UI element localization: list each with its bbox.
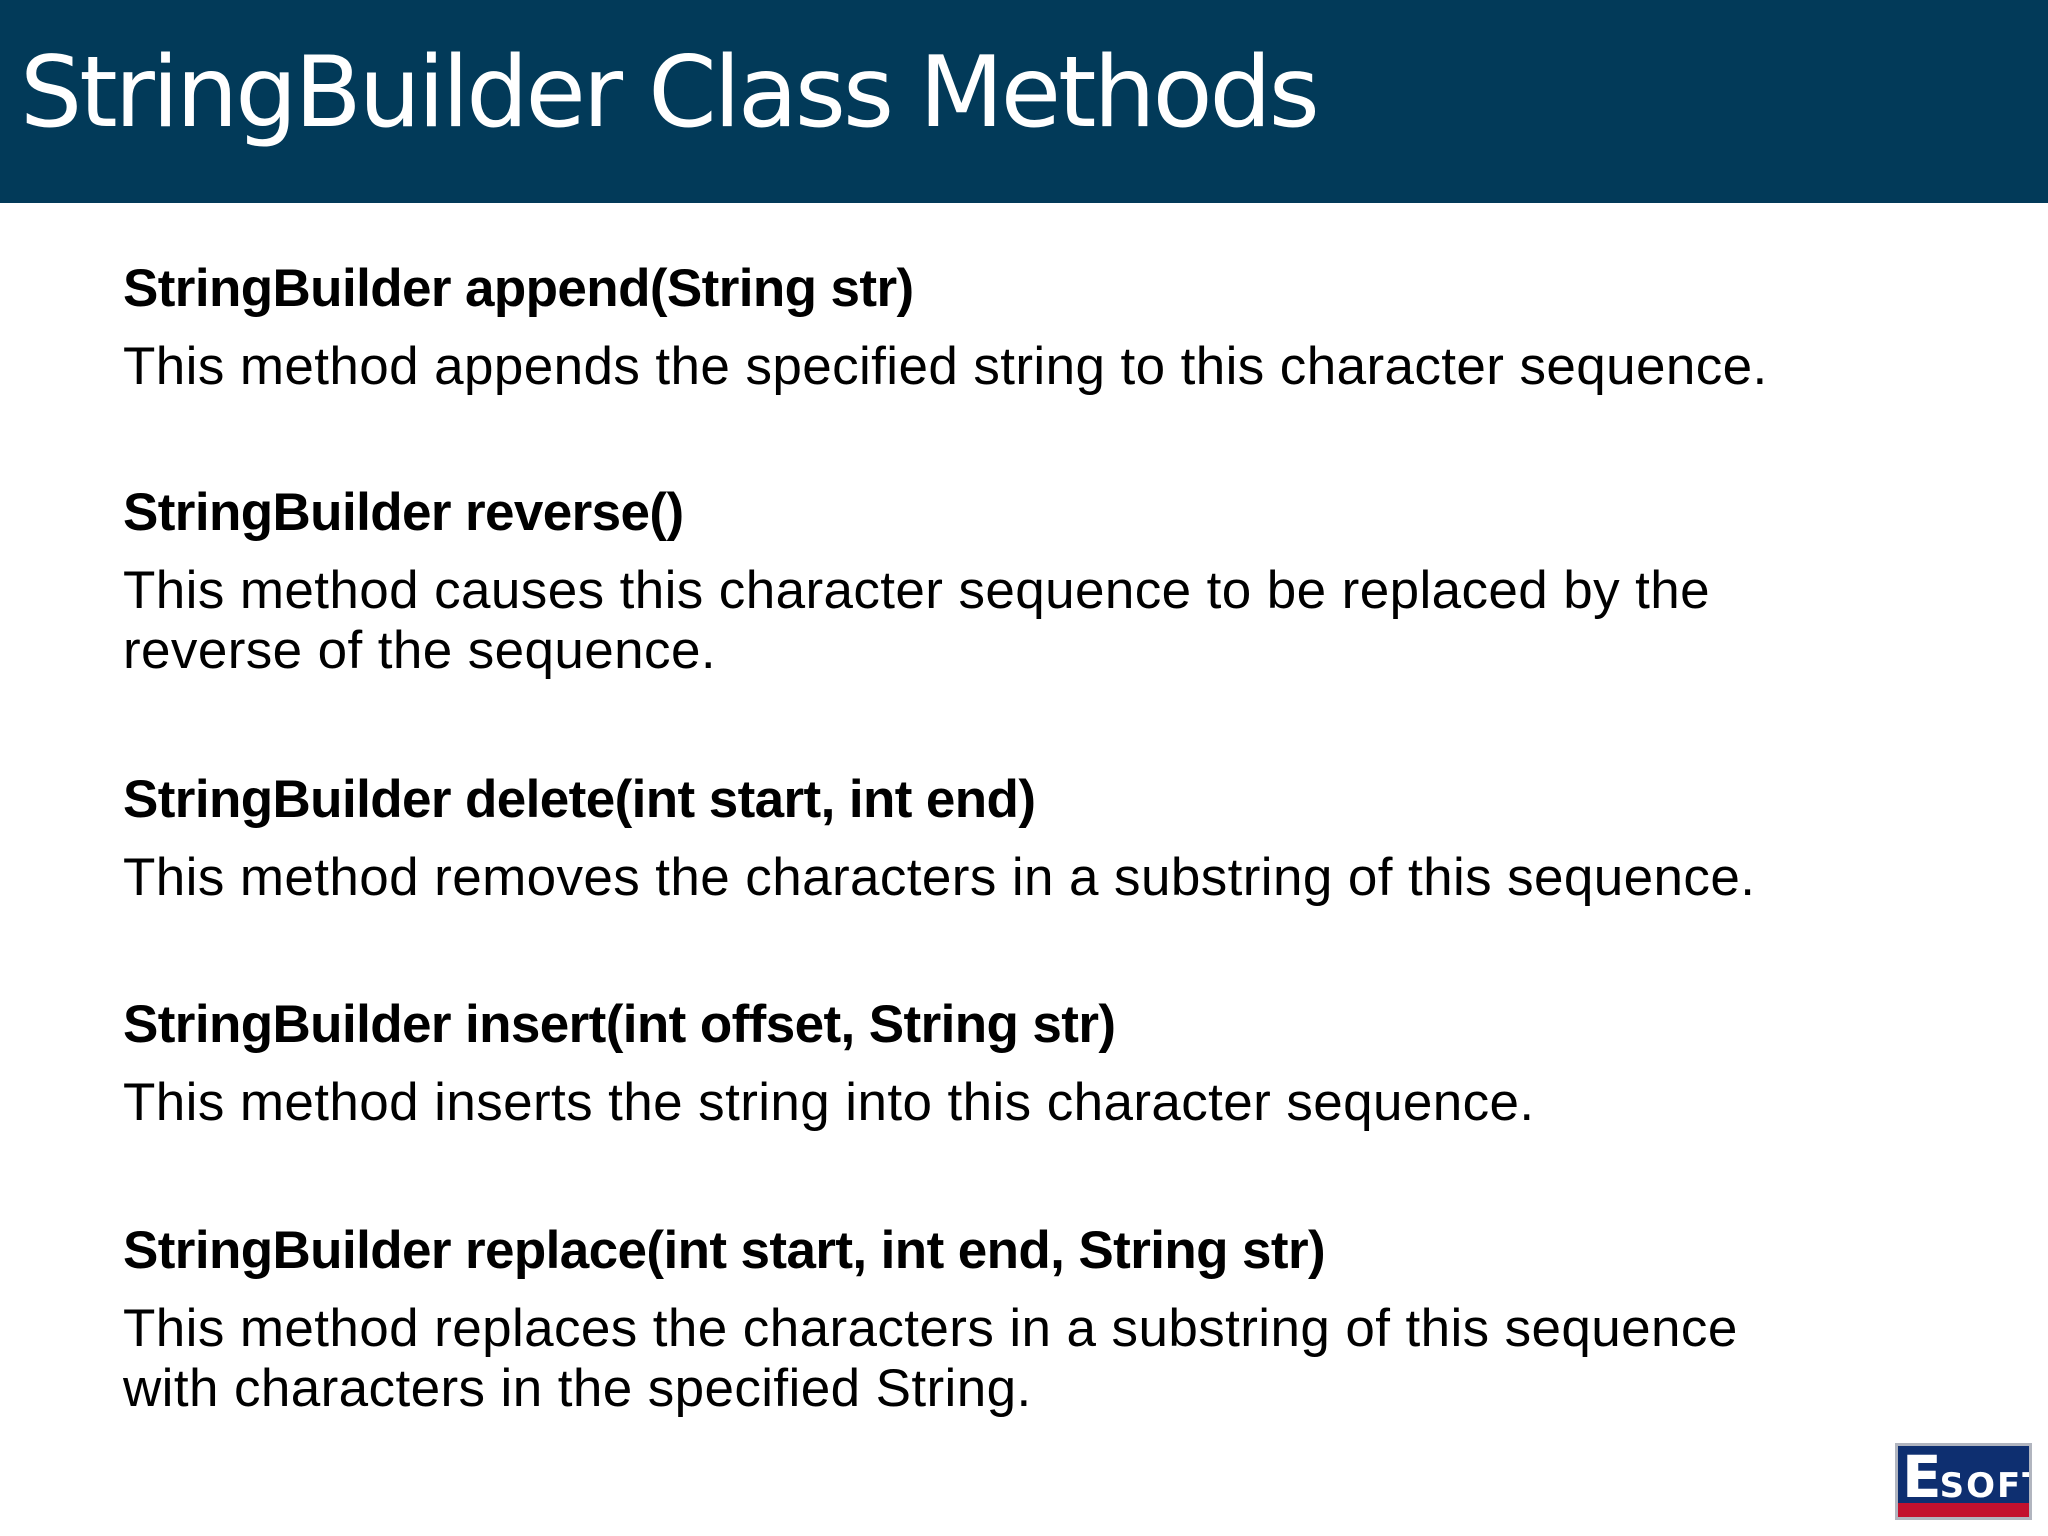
method-signature: StringBuilder replace(int start, int end… [123, 1221, 1326, 1280]
method-signature: StringBuilder reverse() [123, 483, 684, 542]
description-line: with characters in the specified String. [123, 1359, 1032, 1418]
method-item-delete: StringBuilder delete(int start, int end)… [123, 773, 2003, 908]
logo-rest-letters: SOFT [1939, 1466, 2029, 1506]
title-bar: StringBuilder Class Methods [0, 0, 2048, 203]
logo-first-letter: E [1902, 1443, 1942, 1511]
description-line: This method causes this character sequen… [123, 561, 1711, 620]
esoft-logo: ESOFT [1895, 1443, 2032, 1520]
method-description: This method inserts the string into this… [123, 1073, 2003, 1133]
description-line: This method removes the characters in a … [123, 848, 1756, 907]
method-item-insert: StringBuilder insert(int offset, String … [123, 998, 2003, 1133]
logo-wordmark: ESOFT [1902, 1448, 2029, 1506]
method-description: This method causes this character sequen… [123, 561, 2003, 681]
method-signature: StringBuilder delete(int start, int end) [123, 770, 1036, 829]
description-line: This method appends the specified string… [123, 337, 1768, 396]
logo-accent-strip [1898, 1503, 2029, 1517]
description-line: This method inserts the string into this… [123, 1073, 1535, 1132]
slide-title: StringBuilder Class Methods [20, 36, 1320, 150]
description-line: reverse of the sequence. [123, 621, 716, 680]
method-item-replace: StringBuilder replace(int start, int end… [123, 1224, 2003, 1419]
method-item-append: StringBuilder append(String str) This me… [123, 262, 2003, 397]
method-signature: StringBuilder append(String str) [123, 259, 914, 318]
method-description: This method replaces the characters in a… [123, 1299, 2003, 1419]
description-line: This method replaces the characters in a… [123, 1299, 1738, 1358]
method-item-reverse: StringBuilder reverse() This method caus… [123, 486, 2003, 681]
method-signature: StringBuilder insert(int offset, String … [123, 995, 1116, 1054]
method-description: This method removes the characters in a … [123, 848, 2003, 908]
method-description: This method appends the specified string… [123, 337, 2003, 397]
